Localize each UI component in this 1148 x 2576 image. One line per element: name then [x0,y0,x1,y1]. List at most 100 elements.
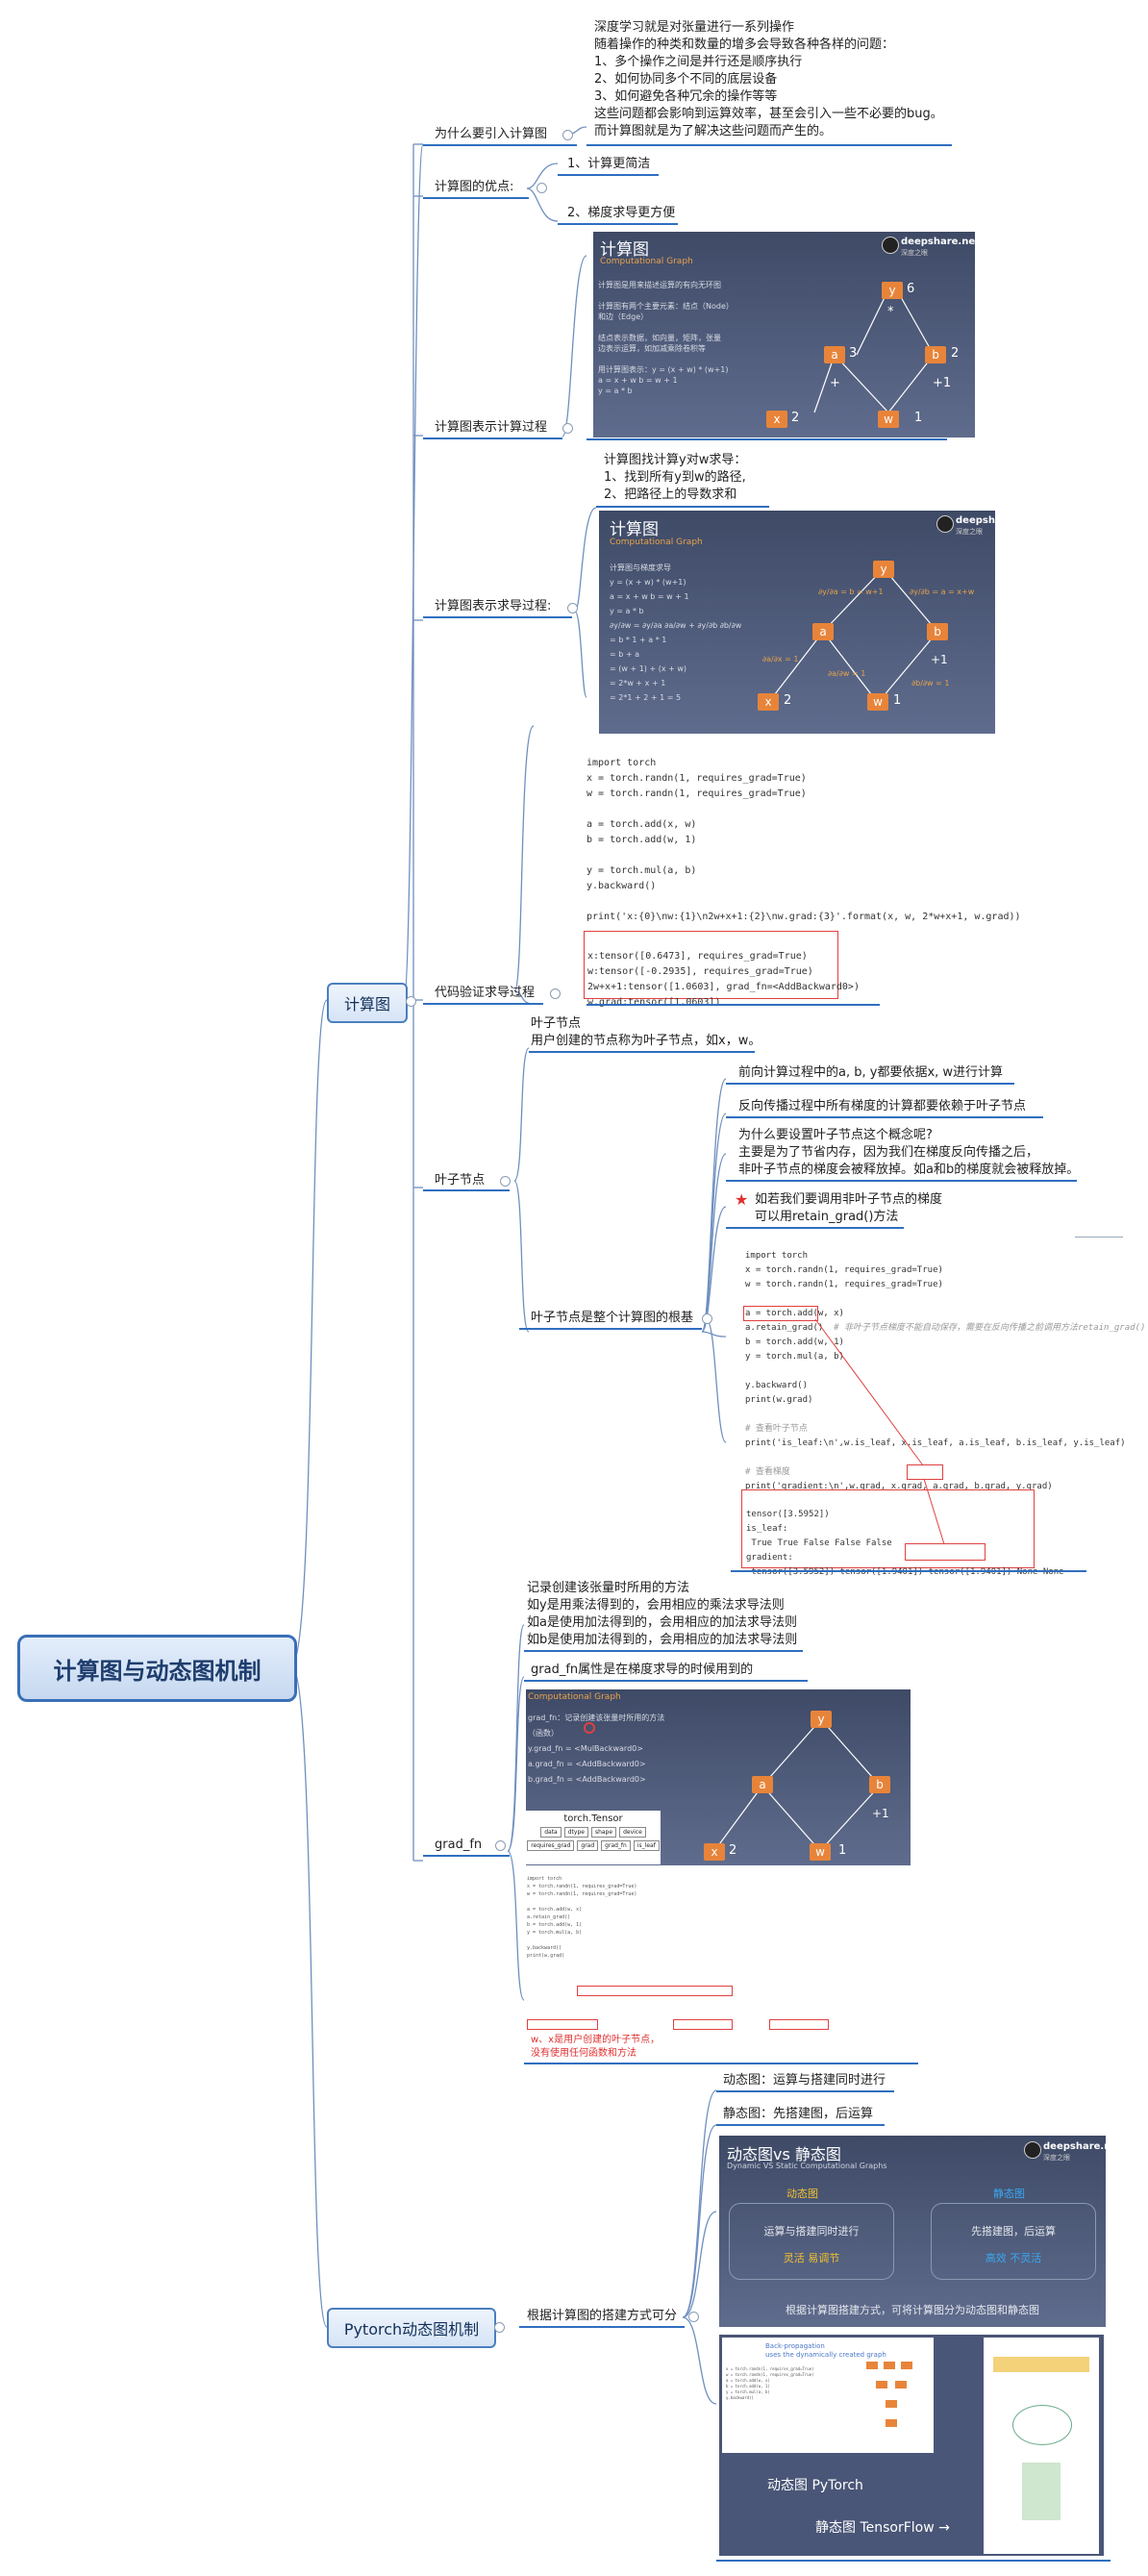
dynamic-def[interactable]: 动态图：运算与搭建同时进行 [723,2073,886,2088]
node-value: 6 [907,282,915,296]
topic-leaf-core[interactable]: 叶子节点是整个计算图的根基 [531,1311,694,1325]
collapse-toggle-icon[interactable] [562,130,573,140]
underline [716,2560,1111,2562]
node-value: 1 [914,411,923,425]
collapse-toggle-icon[interactable] [562,423,573,434]
underline [524,2063,918,2064]
brand-sub: 深度之眼 [901,249,928,257]
node-b: b [927,623,948,640]
leaf-output-box: tensor([3.5952])is_leaf: True True False… [741,1489,1064,1577]
underline [726,1116,1043,1118]
underline [524,1680,808,1682]
slide-computational-graph: 计算图 Computational Graph deepshare.net 深度… [593,232,975,438]
brand: deepshare.net [901,237,975,247]
advantage-item[interactable]: 1、计算更简洁 [567,157,651,171]
collapse-toggle-icon[interactable] [500,1176,511,1187]
collapse-toggle-icon[interactable] [550,988,561,999]
tensorflow-figure [984,2338,1099,2554]
topic-code-verify[interactable]: 代码验证求导过程 [435,986,536,1000]
underline [519,2326,685,2328]
static-head: 静态图 [993,2188,1025,2200]
slide-text: 计算图是用来描述运算的有向无环图计算图有两个主要元素：结点（Node）和边（Ed… [598,281,734,395]
tensor-attrs-panel: torch.Tensor data dtype shape device req… [526,1811,661,1864]
divider [1075,1237,1123,1238]
leaf-point[interactable]: 前向计算过程中的a, b, y都要依据x, w进行计算 [738,1065,1004,1080]
topic-graph-build[interactable]: 根据计算图的搭建方式可分 [527,2309,678,2323]
branch-pytorch-dynamic[interactable]: Pytorch动态图机制 [327,2308,496,2348]
collapse-toggle-icon[interactable] [567,603,578,613]
topic-grad-fn[interactable]: grad_fn [435,1838,483,1852]
highlight-box [905,1543,986,1561]
grad-fn-description: 记录创建该张量时所用的方法如y是用乘法得到的，会用相应的乘法求导法则如a是使用加… [527,1581,798,1647]
underline [423,197,529,199]
node-y: y [882,282,903,299]
marker-icon [584,1722,595,1734]
slide-title: 计算图 [600,240,649,260]
node-value: +1 [931,653,948,666]
node-w: w [867,693,888,711]
slide-subtitle: Computational Graph [600,257,693,266]
collapse-toggle-icon[interactable] [688,2312,699,2322]
root-topic[interactable]: 计算图与动态图机制 [17,1635,297,1702]
underline [423,438,562,439]
node-a: a [812,623,834,640]
underline [558,223,678,225]
node-y: y [811,1711,832,1728]
underline [519,1328,702,1330]
leaf-why: 为什么要设置叶子节点这个概念呢?主要是为了节省内存，因为我们在梯度反向传播之后，… [738,1128,1080,1177]
underline [529,1051,755,1053]
grad-fn-attr[interactable]: grad_fn属性是在梯度求导的时候用到的 [531,1663,754,1677]
tensorflow-label: 静态图 TensorFlow → [815,2520,950,2536]
node-value: 1 [838,1843,847,1858]
underline [423,1003,543,1005]
node-x: x [704,1843,725,1861]
underline [423,616,572,618]
node-y: y [873,561,894,578]
highlight-box [743,1306,818,1321]
slide-subtitle: Computational Graph [528,1692,621,1702]
collapse-toggle-icon[interactable] [495,1840,506,1851]
leaf-point[interactable]: 反向传播过程中所有梯度的计算都要依赖于叶子节点 [738,1099,1027,1113]
underline [586,144,952,146]
static-card: 先搭建图，后运算 高效 不灵活 [931,2203,1096,2280]
advantage-item[interactable]: 2、梯度求导更方便 [567,206,676,220]
collapse-toggle-icon[interactable] [494,2322,505,2333]
node-x: x [758,693,779,711]
pytorch-label: 动态图 PyTorch [767,2478,863,2493]
slide-subtitle: Computational Graph [610,538,703,547]
topic-derive[interactable]: 计算图表示求导过程: [435,599,552,613]
leaf-definition: 叶子节点用户创建的节点称为叶子节点，如x，w。 [531,1016,761,1048]
topic-advantages[interactable]: 计算图的优点: [435,180,514,194]
highlight-box [673,2019,733,2030]
dynamic-head: 动态图 [786,2188,818,2200]
underline [423,1855,510,1857]
node-b: b [925,346,946,363]
static-def[interactable]: 静态图：先搭建图，后运算 [723,2107,874,2121]
intro-text: 深度学习就是对张量进行一系列操作随着操作的种类和数量的增多会导致各种各样的问题：… [594,20,943,138]
underline [726,1227,904,1229]
node-a: a [824,346,845,363]
star-icon: ★ [735,1190,749,1209]
underline [558,174,659,176]
edge-label: ∂b/∂w = 1 [911,679,950,688]
underline [423,144,577,146]
slide-text: grad_fn：记录创建该张量时所用的方法（函数） y.grad_fn = <M… [528,1713,665,1784]
topic-why-graph[interactable]: 为什么要引入计算图 [435,127,548,141]
underline [726,1083,1014,1085]
slide-title: 计算图 [610,520,659,539]
brand: deepshare.net [956,515,995,526]
collapse-toggle-icon[interactable] [537,183,547,193]
edge-label: ∂a/∂x = 1 [762,655,799,663]
collapse-toggle-icon[interactable] [406,996,416,1007]
topic-represent[interactable]: 计算图表示计算过程 [435,420,548,435]
collapse-toggle-icon[interactable] [702,1313,712,1324]
deepshare-logo-icon [1024,2141,1041,2159]
highlight-box [527,2019,598,2030]
underline [524,1650,803,1652]
brand-sub: 深度之眼 [956,528,983,536]
topic-leaf-node[interactable]: 叶子节点 [435,1173,486,1188]
